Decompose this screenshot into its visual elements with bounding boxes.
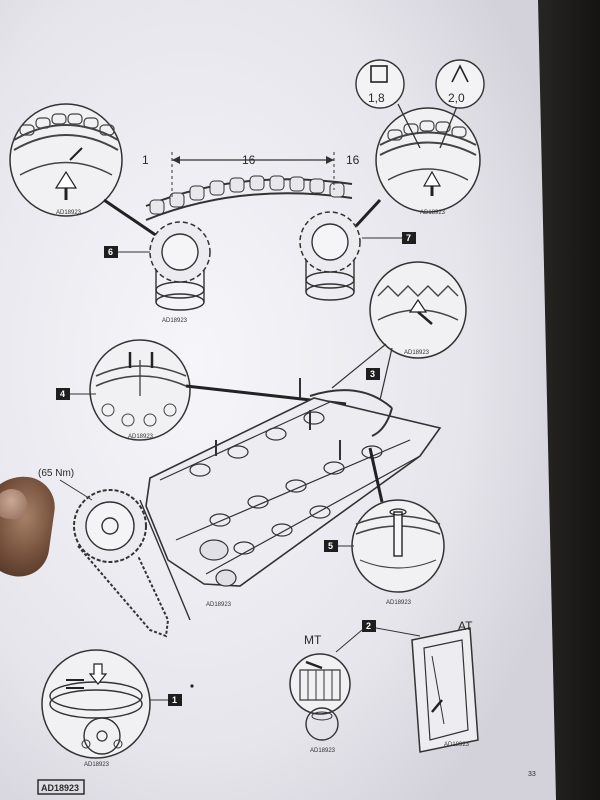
callout-number: 4: [60, 389, 65, 399]
spec-balloon-angle: 2,0: [435, 59, 485, 109]
detail-circle-top-left: AD18923: [9, 103, 123, 217]
thumbnail-nail: [0, 486, 29, 522]
crankshaft-belt-pulley: [73, 489, 191, 638]
mt-label: MT: [304, 633, 322, 647]
footer-code-box: [37, 779, 85, 795]
angle-symbol-icon: [451, 64, 469, 83]
callout-3: 3: [366, 368, 380, 380]
detail-circle-right-middle: AD18923: [369, 261, 467, 359]
leader-line: [397, 103, 421, 149]
fig-code-label: AD18923: [444, 742, 470, 748]
detail-circle-callout-5: AD18923: [351, 499, 445, 606]
down-arrow-icon: [88, 663, 108, 685]
fig-code-label: AD18923: [386, 600, 412, 606]
square-symbol-icon: [370, 65, 388, 83]
camshaft-sprocket-left: AD18923: [149, 221, 211, 324]
leader-line: [103, 198, 161, 240]
leader-line: [439, 103, 459, 149]
torque-label: (65 Nm): [38, 468, 74, 479]
fig-code-label: AD18923: [420, 210, 446, 216]
fig-code-label: AD18923: [206, 602, 232, 608]
detail-circle-mt: AD18923: [289, 653, 351, 754]
callout-number: 2: [366, 621, 371, 631]
fig-code-label: AD18923: [162, 318, 188, 324]
page-mark: [190, 684, 194, 688]
callout-2: 2: [335, 620, 421, 653]
spec-value-square: 1,8: [368, 91, 385, 105]
span-label-right: 16: [346, 153, 360, 167]
callout-1: 1: [150, 694, 182, 706]
callout-number: 6: [108, 247, 113, 257]
at-label: AT: [458, 619, 473, 633]
chain-label-1: 1: [142, 153, 149, 167]
spec-value-angle: 2,0: [448, 91, 465, 105]
fig-code-label: AD18923: [128, 434, 154, 440]
leader-line: [354, 198, 382, 228]
span-label-left: 16: [242, 153, 256, 167]
detail-circle-bottom-left: AD18923: [41, 649, 151, 768]
detail-circle-left-middle: AD18923: [89, 339, 191, 441]
callout-4: 4: [56, 388, 96, 400]
arrow-right-icon: [326, 156, 334, 164]
page-number: 33: [528, 771, 536, 778]
callout-7: 7: [362, 232, 416, 244]
fig-code-label: AD18923: [404, 350, 430, 356]
callout-number: 1: [172, 695, 177, 705]
fig-code-label: AD18923: [310, 748, 336, 754]
callout-number: 3: [370, 369, 375, 379]
leader-line: [379, 347, 393, 401]
camshaft-sprocket-right: [299, 211, 361, 301]
fig-code-label: AD18923: [84, 762, 110, 768]
detail-circle-top-right: AD18923: [375, 107, 481, 216]
callout-number: 5: [328, 541, 333, 551]
leader-line: [368, 447, 384, 503]
footer-code: AD18923: [41, 783, 79, 793]
fig-code-label: AD18923: [56, 210, 82, 216]
timing-chain: [145, 175, 353, 221]
callout-5: 5: [324, 540, 354, 552]
callout-6: 6: [104, 246, 150, 258]
leader-line: [59, 479, 93, 501]
spec-balloon-square: 1,8: [355, 59, 405, 109]
leader-line: [331, 343, 387, 389]
arrow-left-icon: [172, 156, 180, 164]
at-housing-view: AD18923: [411, 627, 479, 753]
callout-number: 7: [406, 233, 411, 243]
